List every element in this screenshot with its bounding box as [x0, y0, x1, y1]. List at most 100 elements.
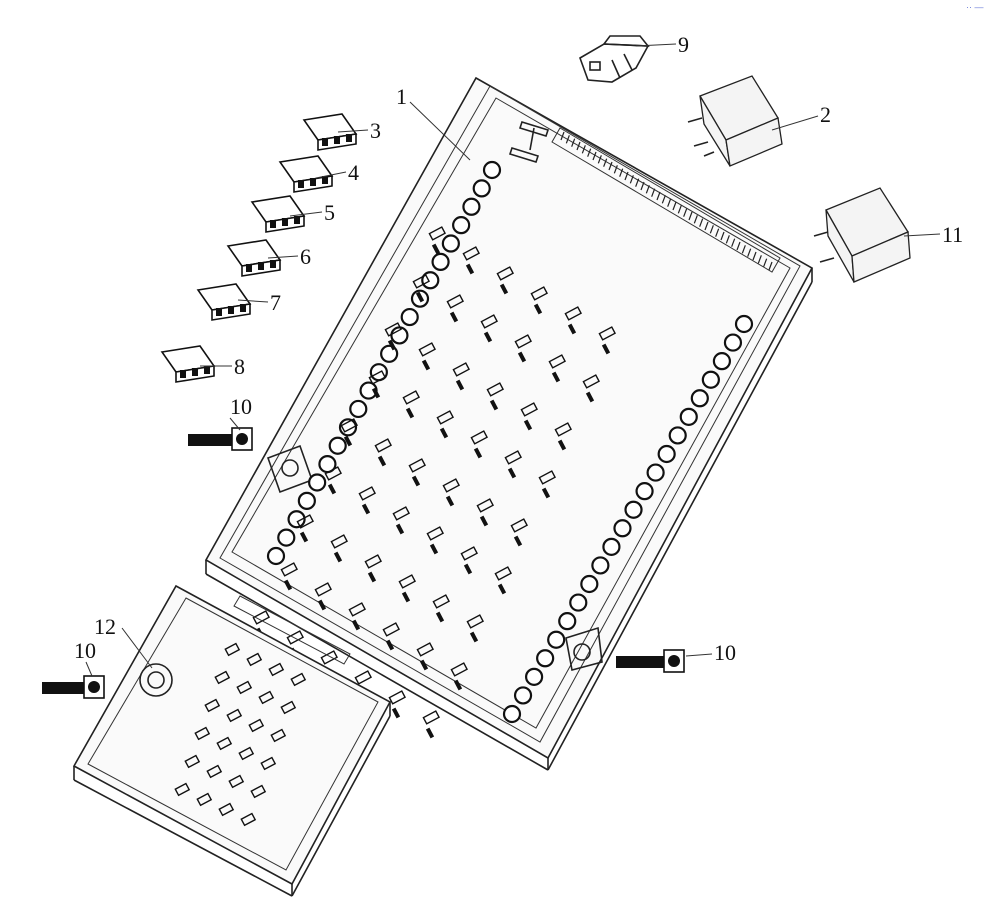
- bolt-10-right: [616, 649, 685, 673]
- fuse-slot: [422, 710, 441, 725]
- fuse-slot: [510, 518, 529, 533]
- fuse-socket: [308, 473, 327, 492]
- fuse-socket: [569, 593, 588, 612]
- fuse-terminal: [415, 291, 425, 303]
- fuse-terminal: [405, 407, 415, 419]
- strip-tooth: [603, 158, 608, 167]
- fuse-terminal: [385, 639, 395, 651]
- fuse-terminal: [435, 611, 445, 623]
- fuse-socket: [712, 352, 732, 371]
- fuse-slot: [432, 594, 451, 609]
- side-fuse-slot: [238, 746, 255, 761]
- fuse-slot: [402, 390, 421, 405]
- fuse-terminal: [465, 263, 475, 275]
- strip-tooth: [715, 228, 720, 237]
- fuse-block-pin: [334, 136, 340, 144]
- fuse-block: [250, 195, 306, 233]
- strip-tooth: [565, 135, 570, 144]
- callout-11: 11: [942, 222, 963, 247]
- strip-tooth: [720, 231, 725, 241]
- fuse-socket: [679, 407, 698, 426]
- fuse-socket: [547, 630, 566, 649]
- fuse-box-side-panel: [72, 584, 392, 897]
- side-fuse-slot: [280, 700, 297, 715]
- strip-tooth: [592, 151, 597, 161]
- fuse-terminal: [429, 543, 439, 555]
- fuse-terminal: [411, 475, 421, 487]
- fuse-slot: [384, 322, 403, 337]
- fuse-terminal: [371, 387, 381, 399]
- side-fuse-slot: [224, 642, 241, 657]
- fuse-slot: [530, 286, 549, 301]
- fuse-block-pin: [298, 180, 304, 188]
- fuse-terminal: [391, 707, 401, 719]
- fuse-terminal: [533, 303, 543, 315]
- strip-tooth: [571, 138, 576, 147]
- callout-8: 8: [234, 354, 245, 379]
- side-fuse-slot: [204, 698, 221, 713]
- relay-11: [813, 187, 911, 283]
- fuse-socket: [668, 426, 687, 445]
- fuse-slot: [450, 662, 469, 677]
- fuse-box-main-panel: [204, 76, 814, 771]
- fuse-slot: [358, 486, 377, 501]
- fuse-block-pin: [180, 370, 186, 378]
- fuse-socket: [502, 704, 522, 724]
- side-fuse-slot: [216, 736, 233, 751]
- strip-tooth: [624, 171, 629, 181]
- fuse-row-right: [502, 314, 754, 724]
- fuse-slot: [280, 562, 299, 577]
- fuse-slot: [296, 514, 315, 529]
- fuse-slot: [348, 602, 367, 617]
- callout-2: 2: [820, 102, 831, 127]
- callout-12: 12: [94, 614, 116, 639]
- fuse-block-pin: [258, 262, 264, 270]
- fuse-socket: [277, 528, 296, 547]
- fuse-terminal: [473, 447, 483, 459]
- fuse-slot: [428, 226, 447, 241]
- fuse-block-pin: [270, 260, 276, 268]
- fuse-terminal: [419, 659, 429, 671]
- fuse-socket: [613, 519, 632, 538]
- fuse-block-pin: [294, 216, 300, 224]
- strip-tooth: [757, 255, 762, 264]
- strip-tooth: [752, 251, 757, 261]
- fuse-slot: [452, 362, 471, 377]
- strip-tooth: [640, 181, 645, 191]
- fuse-socket: [452, 216, 471, 235]
- fuse-slot: [354, 670, 373, 685]
- fuse-slot: [426, 526, 445, 541]
- fuse-block-pin: [346, 134, 352, 142]
- fuse-terminal: [469, 631, 479, 643]
- fuse-terminal: [439, 427, 449, 439]
- strip-tooth: [597, 155, 602, 164]
- fuse-slot: [286, 630, 305, 645]
- fuse-socket: [734, 314, 754, 334]
- fuse-terminal: [317, 599, 327, 611]
- fuse-slot: [436, 410, 455, 425]
- fuse-terminal: [377, 455, 387, 467]
- side-fuse-slot: [268, 662, 285, 677]
- callout-5: 5: [324, 200, 335, 225]
- fuse-socket: [482, 160, 502, 180]
- fuse-block-pin: [204, 366, 210, 374]
- fuse-socket: [287, 510, 306, 529]
- connector-clip-9: [579, 35, 650, 83]
- fuse-block: [278, 155, 334, 193]
- fuse-terminal: [351, 619, 361, 631]
- fuse-socket: [646, 463, 665, 482]
- fuse-socket: [328, 436, 347, 455]
- fuse-terminal: [557, 439, 567, 451]
- side-fuse-slot: [248, 718, 265, 733]
- strip-tooth: [736, 241, 741, 251]
- fuse-socket: [431, 252, 450, 272]
- fuse-block-pin: [192, 368, 198, 376]
- fuse-slot: [416, 642, 435, 657]
- fuse-socket: [591, 556, 610, 575]
- fuse-slot: [538, 470, 557, 485]
- strip-tooth: [576, 141, 581, 151]
- fuse-block-pin: [246, 264, 252, 272]
- strip-tooth: [704, 221, 709, 231]
- fuse-slot: [496, 266, 515, 281]
- fuse-socket: [723, 333, 743, 352]
